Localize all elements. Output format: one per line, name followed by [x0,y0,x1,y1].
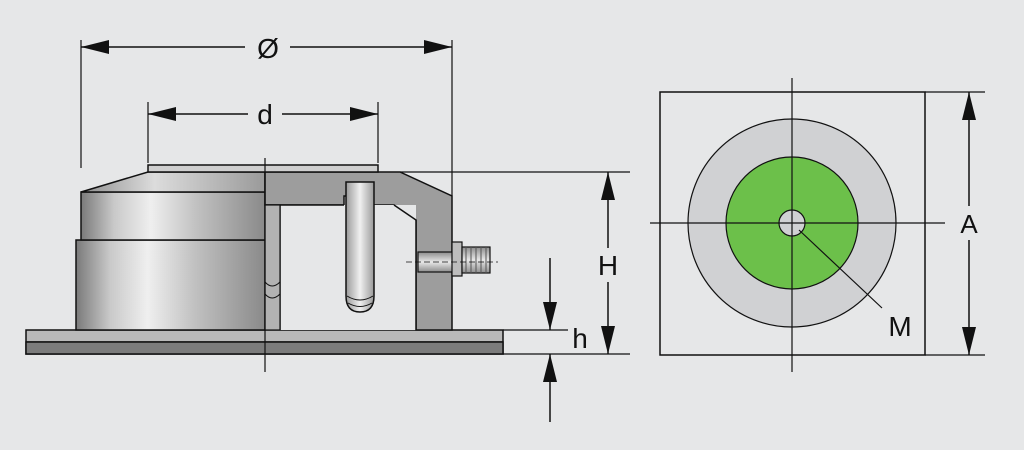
outer-diameter-dimension [80,40,453,196]
height-dimension [400,171,630,355]
thread-label: M [888,311,911,342]
strain-pin [345,181,375,313]
base-height-label: h [572,323,588,354]
width-dimension [925,91,985,356]
width-label: A [960,209,978,239]
thread-leader [798,229,883,309]
base-height-dimension [503,258,568,422]
inner-cavity [265,205,416,330]
side-view: Ø d H h [25,33,630,422]
outer-diameter-label: Ø [257,33,279,64]
height-label: H [598,250,618,281]
inner-diameter-dimension [147,102,379,163]
upper-cylinder [80,191,266,241]
lower-cylinder [75,239,266,331]
inner-diameter-label: d [257,99,273,130]
load-disc [147,164,379,173]
top-view: M A [650,78,985,372]
cylinder-chamfer [80,171,266,193]
